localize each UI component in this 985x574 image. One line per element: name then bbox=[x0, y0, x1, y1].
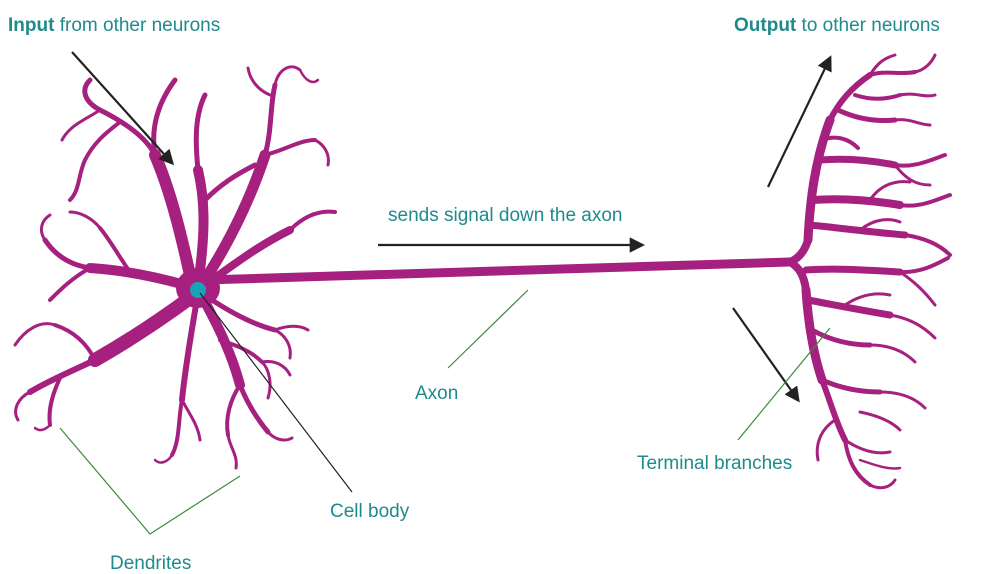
cell-body-label: Cell body bbox=[330, 502, 409, 521]
input-label-bold: Input bbox=[8, 15, 54, 36]
dendrites-label: Dendrites bbox=[110, 554, 191, 573]
dendrites-leader bbox=[60, 428, 240, 534]
terminal-arrow bbox=[733, 308, 798, 400]
arrows bbox=[72, 52, 830, 400]
input-label-rest: from other neurons bbox=[60, 15, 221, 36]
axon-leader bbox=[448, 290, 528, 368]
leader-lines bbox=[60, 290, 830, 534]
axon-shape bbox=[205, 262, 790, 280]
terminal-leader bbox=[738, 328, 830, 440]
output-label-bold: Output bbox=[734, 15, 796, 36]
cell-body-leader bbox=[200, 293, 352, 492]
neuron bbox=[15, 55, 950, 488]
signal-label: sends signal down the axon bbox=[388, 206, 623, 225]
input-label: Input from other neurons bbox=[8, 16, 220, 35]
output-label: Output to other neurons bbox=[734, 16, 940, 35]
output-label-rest: to other neurons bbox=[802, 15, 940, 36]
terminal-branches-shape bbox=[806, 55, 950, 488]
terminal-branches-label: Terminal branches bbox=[637, 454, 792, 473]
axon-label: Axon bbox=[415, 384, 458, 403]
nucleus-shape bbox=[190, 282, 206, 298]
